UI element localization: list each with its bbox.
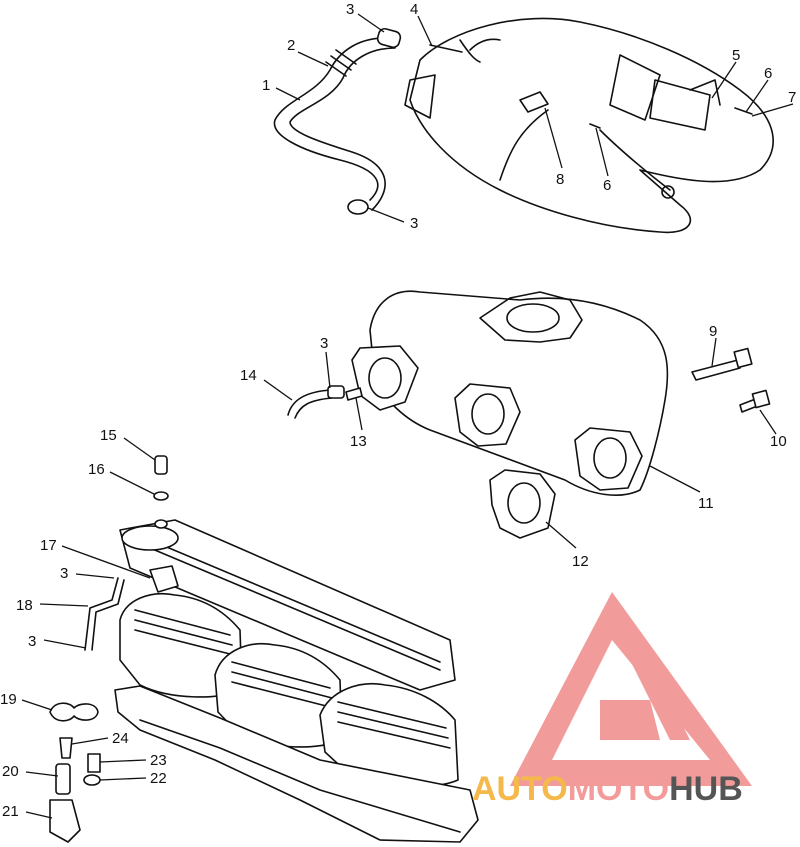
callout-2: 2 — [287, 37, 295, 54]
callout-24: 24 — [112, 730, 129, 747]
callout-14: 14 — [240, 367, 257, 384]
callout-9: 9 — [709, 323, 717, 340]
callout-3e: 3 — [28, 633, 36, 650]
callout-12: 12 — [572, 553, 589, 570]
callout-3b: 3 — [410, 215, 418, 232]
callout-10: 10 — [770, 433, 787, 450]
watermark-logo — [510, 592, 752, 786]
watermark-hub: HUB — [669, 770, 743, 808]
callout-16: 16 — [88, 461, 105, 478]
callout-11: 11 — [698, 495, 714, 512]
watermark-logo-inner-icon — [600, 610, 690, 740]
callout-17: 17 — [40, 537, 57, 554]
watermark-text: AUTOMOTOHUB — [472, 770, 743, 808]
callout-5: 5 — [732, 47, 740, 64]
cylinder-block-assembly — [49, 455, 479, 843]
leader-lines — [21, 13, 794, 819]
callout-3c: 3 — [320, 335, 328, 352]
callout-23: 23 — [150, 752, 167, 769]
callout-7: 7 — [788, 89, 796, 106]
callout-20: 20 — [2, 763, 19, 780]
callout-4: 4 — [410, 1, 418, 18]
callout-19: 19 — [0, 691, 17, 708]
callout-8: 8 — [556, 171, 564, 188]
callout-1: 1 — [262, 77, 270, 94]
exhaust-manifold-assembly — [287, 290, 771, 539]
svg-text:AUTOMOTOHUB: AUTOMOTOHUB — [472, 770, 743, 808]
exhaust-pipe-assembly — [273, 17, 774, 234]
watermark-auto: AUTO — [472, 770, 568, 808]
callout-21: 21 — [2, 803, 19, 820]
callout-13: 13 — [350, 433, 367, 450]
callout-3d: 3 — [60, 565, 68, 582]
watermark-moto: MOTO — [568, 770, 669, 808]
callout-6: 6 — [764, 65, 772, 82]
callout-22: 22 — [150, 770, 167, 787]
callout-3: 3 — [346, 1, 354, 18]
callout-labels: 1 2 3 4 5 6 7 8 6 3 9 3 14 13 10 11 12 1… — [0, 1, 796, 820]
watermark-logo-icon — [510, 592, 752, 786]
callout-15: 15 — [100, 427, 117, 444]
callout-6b: 6 — [603, 177, 611, 194]
callout-18: 18 — [16, 597, 33, 614]
